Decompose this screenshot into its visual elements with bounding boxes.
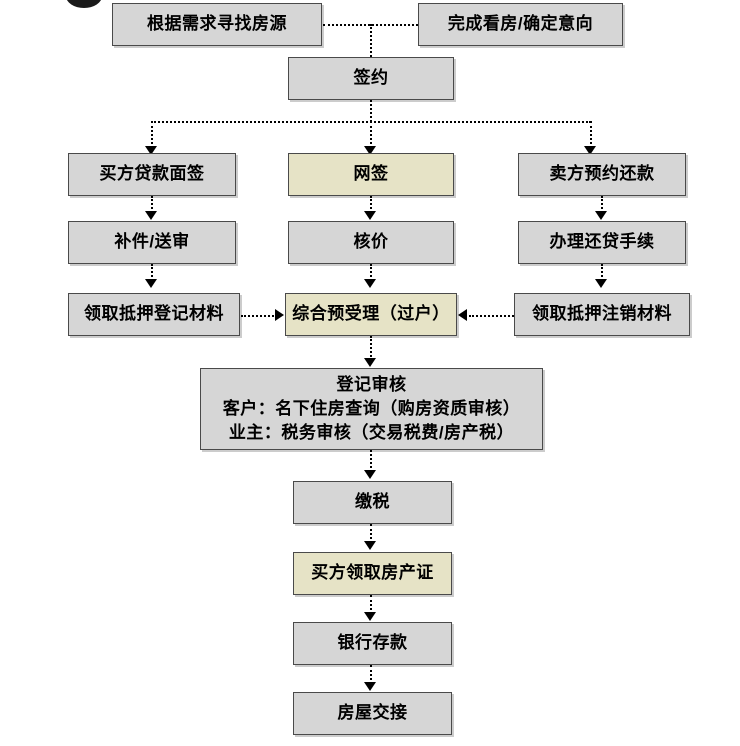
node-house-handover[interactable]: 房屋交接 <box>293 692 452 735</box>
node-collect-mortgage-cancel[interactable]: 领取抵押注销材料 <box>514 293 690 336</box>
arrowhead-right-3to4 <box>595 211 607 220</box>
node-bank-deposit[interactable]: 银行存款 <box>293 622 452 665</box>
connector-right-to-center <box>469 315 514 317</box>
arrowhead-center-9to10 <box>364 682 376 691</box>
node-price-verify[interactable]: 核价 <box>288 221 454 264</box>
connector-branch-center <box>370 121 372 148</box>
node-comprehensive-pre-accept[interactable]: 综合预受理（过户） <box>285 293 457 336</box>
arrowhead-right-4to5 <box>595 279 607 288</box>
node-handle-repayment[interactable]: 办理还贷手续 <box>518 221 686 264</box>
connector-center-7to8 <box>370 524 372 543</box>
node-registration-review[interactable]: 登记审核 客户：名下住房查询（购房资质审核） 业主：税务审核（交易税费/房产税） <box>200 368 543 450</box>
connector-right-4to5 <box>601 264 603 281</box>
registration-review-line-2: 客户：名下住房查询（购房资质审核） <box>222 398 521 418</box>
connector-left-3to4 <box>151 196 153 213</box>
connector-center-8to9 <box>370 595 372 614</box>
connector-center-3to4 <box>370 196 372 213</box>
node-view-confirm[interactable]: 完成看房/确定意向 <box>418 3 623 46</box>
node-pay-tax[interactable]: 缴税 <box>293 481 452 524</box>
node-supplement-review[interactable]: 补件/送审 <box>68 221 236 264</box>
node-collect-mortgage-reg[interactable]: 领取抵押登记材料 <box>68 293 240 336</box>
arrowhead-center-5to6 <box>364 358 376 367</box>
connector-center-5to6 <box>370 336 372 360</box>
connector-left-4to5 <box>151 264 153 281</box>
node-buyer-loan-interview[interactable]: 买方贷款面签 <box>68 153 236 196</box>
connector-left-to-center <box>241 315 277 317</box>
connector-branch-right <box>590 121 592 148</box>
arrowhead-left-to-center <box>275 309 284 321</box>
decorative-ellipse <box>66 0 102 8</box>
arrowhead-branch-right <box>584 146 596 155</box>
arrowhead-left-4to5 <box>145 279 157 288</box>
registration-review-line-3: 业主：税务审核（交易税费/房产税） <box>228 423 515 443</box>
arrowhead-branch-left <box>145 146 157 155</box>
connector-sign-contract-stem <box>370 100 372 122</box>
connector-to-sign-contract <box>370 24 372 57</box>
arrowhead-center-7to8 <box>364 541 376 550</box>
node-seller-book-repay[interactable]: 卖方预约还款 <box>518 153 686 196</box>
arrowhead-center-3to4 <box>364 211 376 220</box>
arrowhead-center-4to5 <box>364 279 376 288</box>
arrowhead-center-8to9 <box>364 612 376 621</box>
arrowhead-center-6to7 <box>364 470 376 479</box>
arrowhead-left-3to4 <box>145 211 157 220</box>
node-find-house[interactable]: 根据需求寻找房源 <box>112 3 322 46</box>
connector-branch-left <box>151 121 153 148</box>
arrowhead-branch-center <box>364 146 376 155</box>
node-online-signing[interactable]: 网签 <box>288 153 454 196</box>
arrowhead-right-to-center <box>458 309 467 321</box>
connector-center-4to5 <box>370 264 372 281</box>
connector-center-9to10 <box>370 665 372 684</box>
node-buyer-collect-deed[interactable]: 买方领取房产证 <box>293 552 452 595</box>
registration-review-line-1: 登记审核 <box>336 374 407 394</box>
node-sign-contract[interactable]: 签约 <box>288 57 454 100</box>
connector-center-6to7 <box>370 450 372 472</box>
connector-right-3to4 <box>601 196 603 213</box>
